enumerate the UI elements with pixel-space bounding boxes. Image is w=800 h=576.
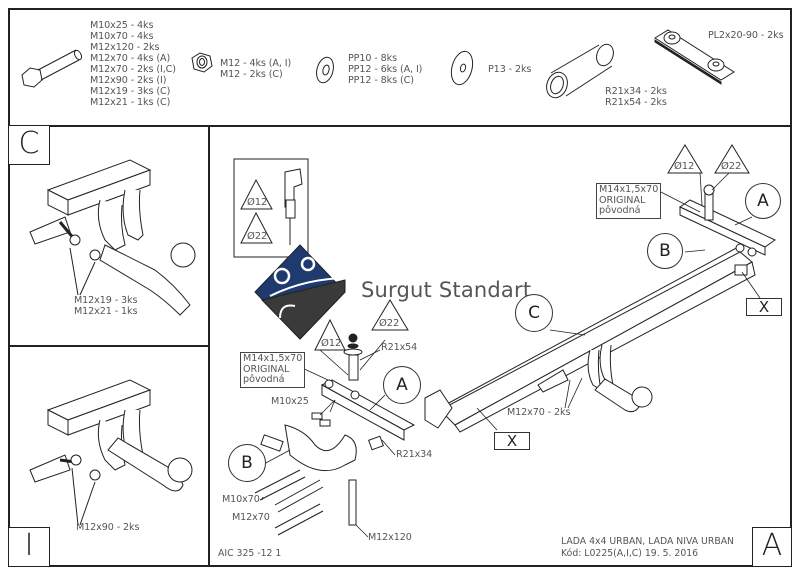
surgut-standart-logo — [254, 244, 361, 340]
drill-d22-label: Ø22 — [247, 231, 268, 242]
bolt-item: M10x25 - 4ks — [90, 20, 154, 31]
m12x70-label: M12x70 — [232, 512, 270, 523]
plate-icon — [654, 29, 735, 85]
original-bolt-callout-left: M14x1,5x70 ORIGINAL pôvodná — [240, 352, 306, 388]
washer-item: PP10 - 8ks — [348, 53, 397, 64]
plate-item: PL2x20-90 - 2ks — [708, 30, 784, 41]
drill-icon — [284, 168, 303, 245]
bolt-item: M10x70 - 4ks — [90, 31, 154, 42]
callout-line: M12x21 - 1ks — [74, 306, 138, 317]
bracket-b — [254, 412, 384, 536]
plate-list: PL2x20-90 - 2ks — [708, 30, 784, 41]
x-marker-center: X — [494, 432, 530, 450]
large-washer-icon — [450, 50, 474, 86]
variant-c-label: C — [8, 125, 50, 165]
variant-a-label: A — [752, 527, 792, 567]
product-code-date: Kód: L0225(A,I,C) 19. 5. 2016 — [561, 548, 699, 559]
washer-item: PP12 - 6ks (A, I) — [348, 64, 423, 75]
bolt-icon — [21, 49, 83, 88]
triangle-d12-left-label: Ø12 — [321, 338, 342, 349]
large-washer-item: P13 - 2ks — [488, 64, 532, 75]
m12x120-label: M12x120 — [368, 532, 412, 543]
spacer-item: R21x34 - 2ks — [605, 86, 667, 97]
triangle-d12-left-icon — [314, 318, 346, 351]
m12x70-2ks-label: M12x70 - 2ks — [507, 407, 571, 418]
triangle-d12-right-label: Ø12 — [674, 161, 695, 172]
spacers-list: R21x34 - 2ks R21x54 - 2ks — [605, 86, 667, 108]
leader-lines — [261, 171, 761, 538]
large-washer-list: P13 - 2ks — [488, 64, 531, 75]
drill-d12-label: Ø12 — [247, 197, 268, 208]
variant-i-label: I — [8, 527, 50, 567]
nut-item: M12 - 2ks (C) — [220, 69, 283, 80]
bolt-item: M12x70 - 2ks (I,C) — [90, 64, 176, 75]
end-plate — [424, 389, 453, 429]
circle-b-right: B — [647, 233, 683, 269]
circle-b-left: B — [228, 444, 266, 482]
r21x54-label: R21x54 — [381, 342, 418, 353]
left-bracket — [320, 333, 416, 441]
panel-c-towbar-drawing — [29, 159, 196, 316]
drawing-number: AIC 325 -12 1 — [218, 548, 282, 559]
main-towball — [537, 344, 653, 413]
bolt-item: M12x70 - 4ks (A) — [90, 53, 171, 64]
main-crossbar — [439, 244, 756, 433]
brand-name: Surgut Standart — [361, 278, 532, 302]
m10x70-label: M10x70 — [222, 494, 260, 505]
nut-item: M12 - 4ks (A, I) — [220, 58, 292, 69]
callout-line: M12x90 - 2ks — [76, 522, 140, 533]
triangle-d22-right-label: Ø22 — [721, 161, 742, 172]
main-assembly-panel — [208, 125, 792, 567]
triangle-d12-icon — [240, 178, 273, 210]
spacer-item: R21x54 - 2ks — [605, 97, 667, 108]
callout-line: M12x19 - 3ks — [74, 295, 138, 306]
right-bracket — [679, 184, 776, 276]
panel-i-towbar-drawing — [29, 379, 193, 526]
bolt-item: M12x120 - 2ks — [90, 42, 160, 53]
vehicle-model: LADA 4x4 URBAN, LADA NIVA URBAN — [561, 536, 735, 547]
variant-c-callout: M12x19 - 3ks M12x21 - 1ks — [74, 295, 137, 317]
nut-icon — [191, 52, 213, 73]
m10x25-label: M10x25 — [271, 396, 309, 407]
triangle-d22-left-icon — [371, 299, 409, 331]
washer-item: PP12 - 8ks (C) — [348, 75, 414, 86]
circle-a-left: A — [383, 366, 421, 404]
bolt-item: M12x19 - 3ks (C) — [90, 86, 171, 97]
bolt-item: M12x90 - 2ks (I) — [90, 75, 167, 86]
r21x34-label: R21x34 — [396, 449, 433, 460]
washers-list: PP10 - 8ks PP12 - 6ks (A, I) PP12 - 8ks … — [348, 53, 422, 86]
bolts-list: M10x25 - 4ks M10x70 - 4ks M12x120 - 2ks … — [90, 20, 176, 108]
washer-icon — [316, 56, 334, 84]
triangle-d22-icon — [240, 211, 273, 244]
circle-a-right: A — [745, 183, 781, 219]
triangle-d22-left-label: Ø22 — [379, 318, 400, 329]
x-marker-right: X — [746, 298, 782, 316]
original-bolt-callout-right: M14x1,5x70 ORIGINAL pôvodná — [596, 183, 662, 219]
triangle-d12-right-icon — [667, 144, 703, 174]
triangle-d22-right-icon — [714, 144, 750, 174]
spacer-icon — [546, 43, 614, 99]
nuts-list: M12 - 4ks (A, I) M12 - 2ks (C) — [220, 58, 291, 80]
bolt-item: M12x21 - 1ks (C) — [90, 97, 171, 108]
variant-i-callout: M12x90 - 2ks — [76, 522, 139, 533]
circle-c: C — [515, 294, 553, 332]
